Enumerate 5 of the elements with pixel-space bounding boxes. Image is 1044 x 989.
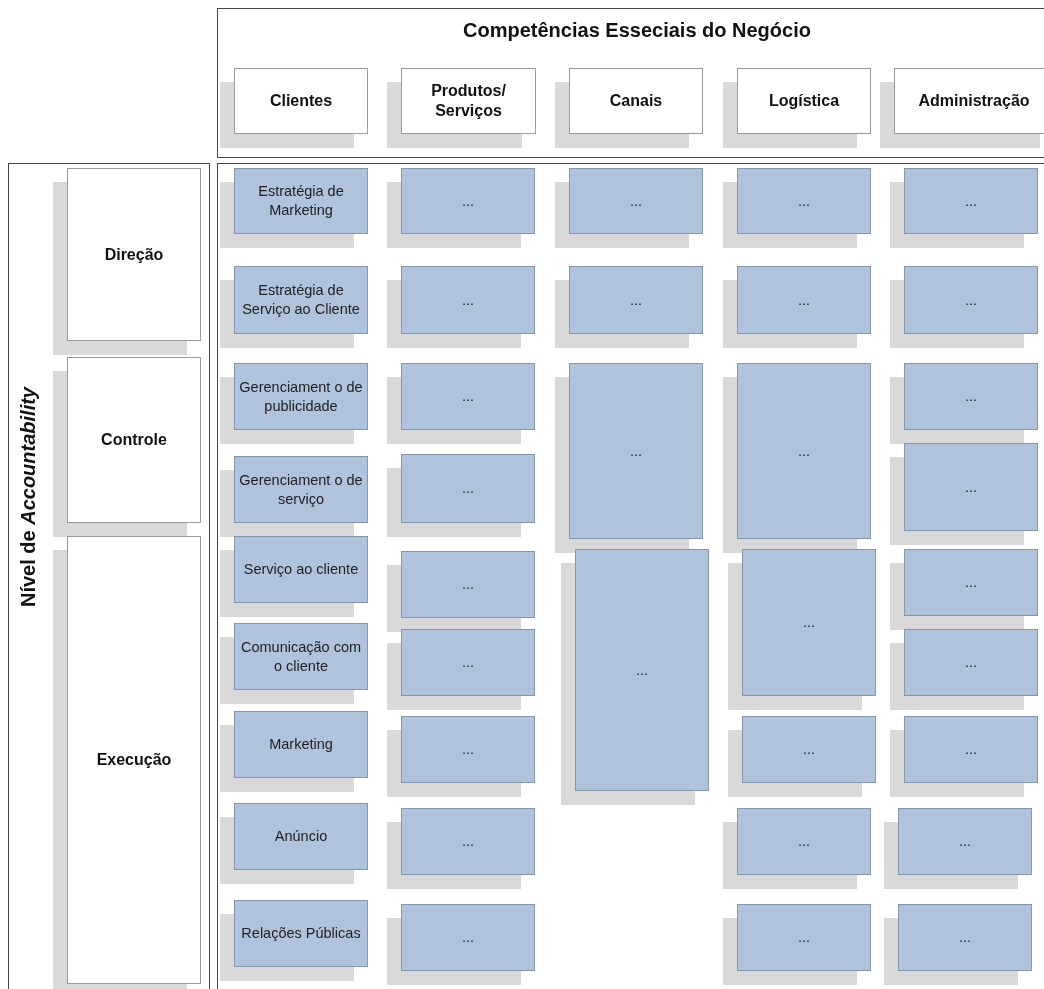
frame-panel	[217, 8, 1044, 158]
frame-panel	[217, 163, 1044, 989]
frame-title: Competências Esseciais do Negócio	[462, 19, 812, 42]
frame-title: Nível de Accountability	[17, 386, 40, 607]
frame-panel	[8, 163, 210, 989]
